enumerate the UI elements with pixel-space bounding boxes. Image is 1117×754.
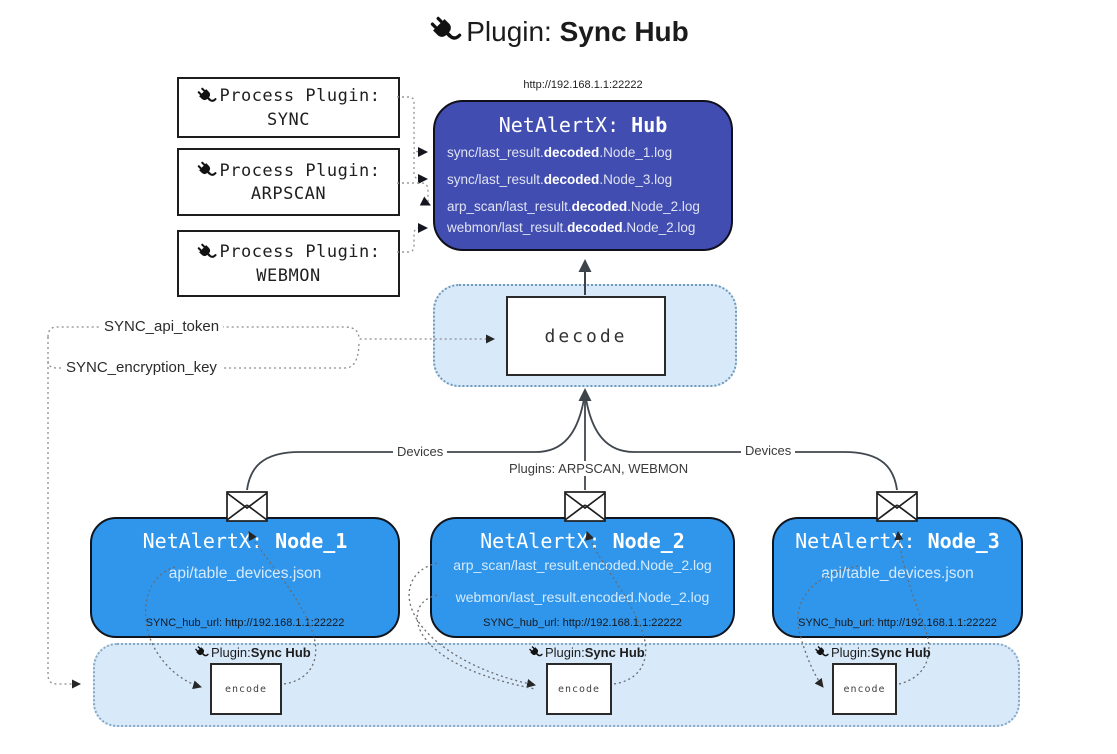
plug-icon bbox=[528, 645, 543, 660]
sync-api-token-label: SYNC_api_token bbox=[100, 318, 224, 335]
plug-icon bbox=[194, 645, 209, 660]
plug-icon bbox=[814, 645, 829, 660]
process-plugin-name: ARPSCAN bbox=[250, 184, 327, 204]
encode-box: encode bbox=[210, 663, 282, 715]
encoder-plugin-label: Plugin: Sync Hub bbox=[814, 645, 931, 660]
process-plugin-label: Process Plugin: bbox=[219, 160, 381, 181]
encoder-plugin-label: Plugin: Sync Hub bbox=[528, 645, 645, 660]
title-label: Plugin: bbox=[466, 16, 552, 47]
plug-icon bbox=[196, 160, 218, 181]
sync-encryption-key-label: SYNC_encryption_key bbox=[62, 359, 221, 376]
devices-edge-label: Devices bbox=[393, 444, 448, 459]
encode-box: encode bbox=[546, 663, 612, 715]
process-plugin-sync: Process Plugin: SYNC bbox=[177, 77, 400, 138]
process-plugin-label: Process Plugin: bbox=[219, 242, 381, 262]
process-plugin-name: SYNC bbox=[267, 109, 310, 130]
plug-icon bbox=[196, 241, 218, 263]
hub-log-line: arp_scan/last_result.decoded.Node_2.log bbox=[447, 199, 700, 214]
node-hub-url: SYNC_hub_url: http://192.168.1.1:22222 bbox=[483, 617, 682, 629]
node-2-box: NetAlertX: Node_2 arp_scan/last_result.e… bbox=[430, 517, 735, 638]
node-file: webmon/last_result.encoded.Node_2.log bbox=[455, 589, 710, 605]
process-plugin-label: Process Plugin: bbox=[219, 86, 381, 106]
node-file: arp_scan/last_result.encoded.Node_2.log bbox=[453, 557, 712, 573]
hub-log-line: sync/last_result.decoded.Node_1.log bbox=[447, 145, 673, 160]
node-title: NetAlertX: Node_2 bbox=[480, 529, 685, 553]
decode-box: decode bbox=[506, 296, 666, 376]
encode-box: encode bbox=[832, 663, 897, 715]
node-1-box: NetAlertX: Node_1 api/table_devices.json… bbox=[90, 517, 400, 638]
node-3-box: NetAlertX: Node_3 api/table_devices.json… bbox=[772, 517, 1023, 638]
devices-edge-label: Devices bbox=[741, 443, 796, 458]
hub-log-line: sync/last_result.decoded.Node_3.log bbox=[447, 172, 673, 187]
hub-url: http://192.168.1.1:22222 bbox=[523, 79, 643, 91]
node-file: api/table_devices.json bbox=[168, 565, 322, 582]
process-plugin-arpscan: Process Plugin: ARPSCAN bbox=[177, 148, 400, 216]
plugin-to-hub-connectors bbox=[397, 96, 431, 253]
process-plugin-webmon: Process Plugin: WEBMON bbox=[177, 230, 400, 297]
node-title: NetAlertX: Node_1 bbox=[142, 529, 348, 553]
node-hub-url: SYNC_hub_url: http://192.168.1.1:22222 bbox=[145, 617, 345, 629]
node-file: api/table_devices.json bbox=[821, 565, 974, 582]
title-name: Sync Hub bbox=[559, 16, 689, 47]
plugins-edge-label: Plugins: ARPSCAN, WEBMON bbox=[505, 461, 693, 476]
plug-icon bbox=[196, 85, 218, 107]
hub-box: NetAlertX: Hub sync/last_result.decoded.… bbox=[433, 100, 733, 251]
plug-icon bbox=[427, 12, 462, 48]
hub-title: NetAlertX: Hub bbox=[498, 113, 668, 137]
hub-log-line: webmon/last_result.decoded.Node_2.log bbox=[447, 220, 696, 235]
node-title: NetAlertX: Node_3 bbox=[795, 529, 1000, 553]
encoder-plugin-label: Plugin: Sync Hub bbox=[194, 645, 311, 660]
node-hub-url: SYNC_hub_url: http://192.168.1.1:22222 bbox=[798, 617, 997, 629]
page-title: Plugin: Sync Hub bbox=[0, 12, 1117, 58]
process-plugin-name: WEBMON bbox=[256, 265, 321, 286]
